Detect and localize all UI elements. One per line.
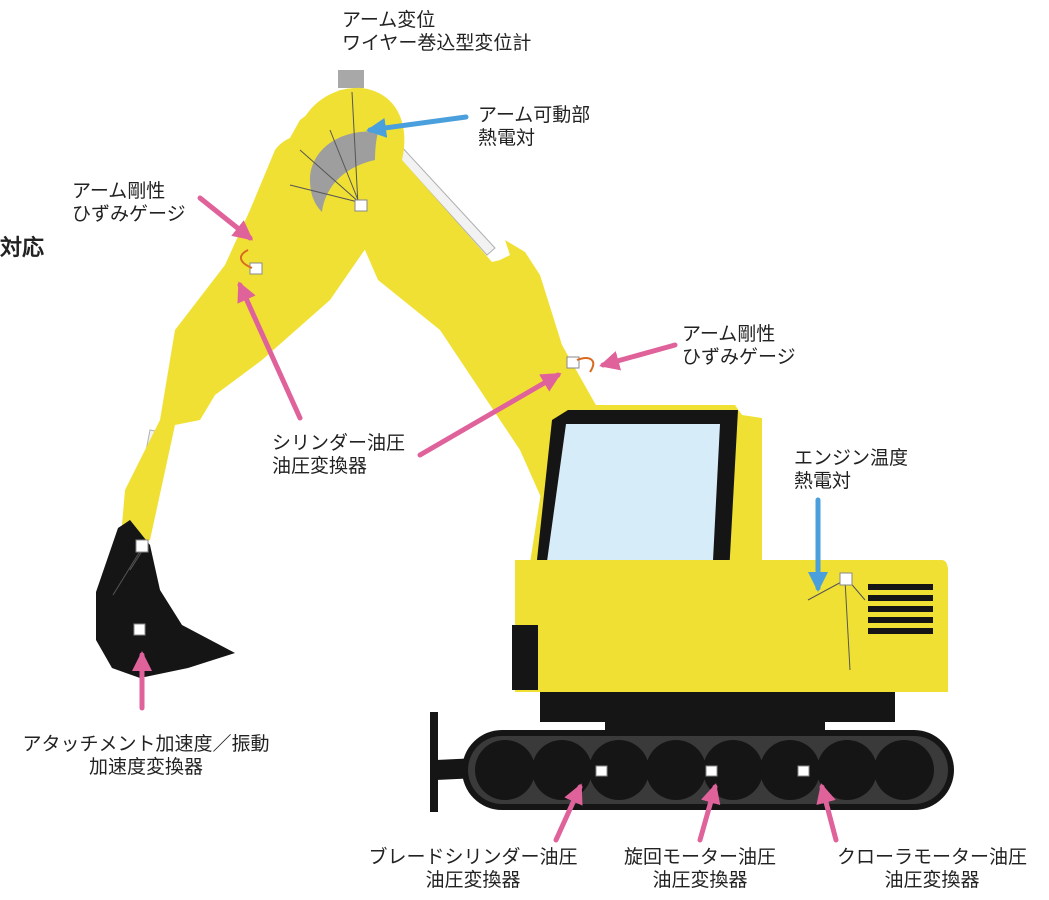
arrow-arm-rigidity-left [197, 195, 254, 241]
arrow-crawler-motor [816, 783, 839, 843]
label-arm-displacement: アーム変位 ワイヤー巻込型変位計 [342, 9, 532, 54]
arm-strain-sensor-left [249, 262, 263, 275]
blue-arrows [366, 114, 828, 592]
arrow-arm-rigidity-right [599, 342, 678, 371]
cab-lower-frame [512, 625, 538, 690]
sensors [133, 199, 853, 777]
label-arm-moving: アーム可動部 熱電対 [478, 104, 591, 149]
stick-arm [120, 134, 369, 548]
arm-moving-sensor [354, 199, 368, 212]
boom [296, 87, 625, 541]
sensor-wiring [112, 91, 866, 671]
label-engine-temp: エンジン温度 熱電対 [794, 447, 909, 492]
label-arm-rigidity-right: アーム剛性 ひずみゲージ [682, 323, 796, 368]
cropped-heading-text: 対応 [0, 236, 45, 261]
slew-base [540, 692, 895, 722]
pink-arrows [132, 195, 839, 843]
arrow-blade-cylinder [553, 783, 583, 843]
arrow-swing-motor [697, 783, 721, 843]
attachment-accel-sensor [133, 623, 146, 636]
label-arm-rigidity-left: アーム剛性 ひずみゲージ [72, 180, 186, 225]
crawler-motor-sensor [797, 765, 810, 777]
arrow-cylinder-boom [417, 372, 562, 458]
engine-temp-sensor [839, 572, 853, 586]
arrow-cylinder-pressure [237, 281, 303, 421]
label-crawler-motor: クローラモーター油圧 油圧変換器 [836, 846, 1027, 891]
bucket-joint-sensor [135, 539, 149, 553]
label-swing-motor: 旋回モーター油圧 油圧変換器 [623, 846, 776, 891]
blade-cylinder-sensor [595, 765, 608, 777]
arm-strain-sensor-right [566, 356, 580, 369]
wire-displacement-sensor [338, 70, 364, 88]
swing-motor-sensor [705, 765, 718, 777]
strain-gauge-wires [240, 249, 595, 373]
label-cylinder-pressure: シリンダー油圧 油圧変換器 [272, 432, 406, 477]
bucket [96, 520, 235, 678]
arrow-arm-moving [366, 114, 469, 138]
label-blade-cylinder: ブレードシリンダー油圧 油圧変換器 [368, 846, 578, 891]
engine-grille [868, 584, 933, 634]
label-attachment-accel: アタッチメント加速度／振動 加速度変換器 [22, 733, 270, 778]
pivot-crescent [310, 131, 378, 212]
engine-housing [515, 560, 948, 692]
